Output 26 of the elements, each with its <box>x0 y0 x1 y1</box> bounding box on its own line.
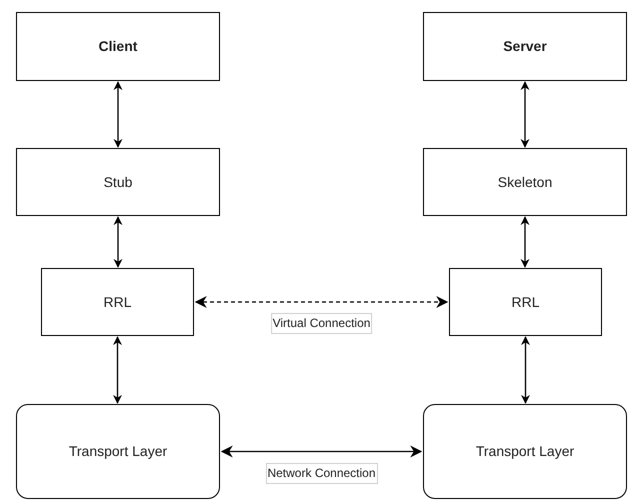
box-label: Transport Layer <box>476 442 574 461</box>
box-label: RRL <box>103 292 132 312</box>
process-box <box>423 404 627 499</box>
box-label: Transport Layer <box>68 442 168 461</box>
process-box <box>16 404 220 499</box>
edge-label: Network Connection <box>265 462 378 484</box>
box-label: Client <box>98 37 138 56</box>
arrow <box>114 81 122 148</box>
edge-label: Virtual Connection <box>270 313 372 334</box>
process-box <box>41 268 194 336</box>
process-box <box>16 12 220 81</box>
arrow <box>520 81 530 148</box>
box-label: RRL <box>511 292 540 312</box>
arrow <box>114 216 122 268</box>
arrow <box>520 216 530 268</box>
arrow <box>521 336 530 404</box>
arrow <box>194 296 448 308</box>
arrow <box>220 446 422 458</box>
box-label: Skeleton <box>498 172 552 192</box>
box-label: Server <box>503 37 547 56</box>
process-box <box>449 268 602 336</box>
arrow <box>113 336 122 404</box>
process-box <box>423 148 627 216</box>
box-label: Stub <box>104 172 132 192</box>
process-box <box>423 12 627 81</box>
process-box <box>16 148 220 216</box>
